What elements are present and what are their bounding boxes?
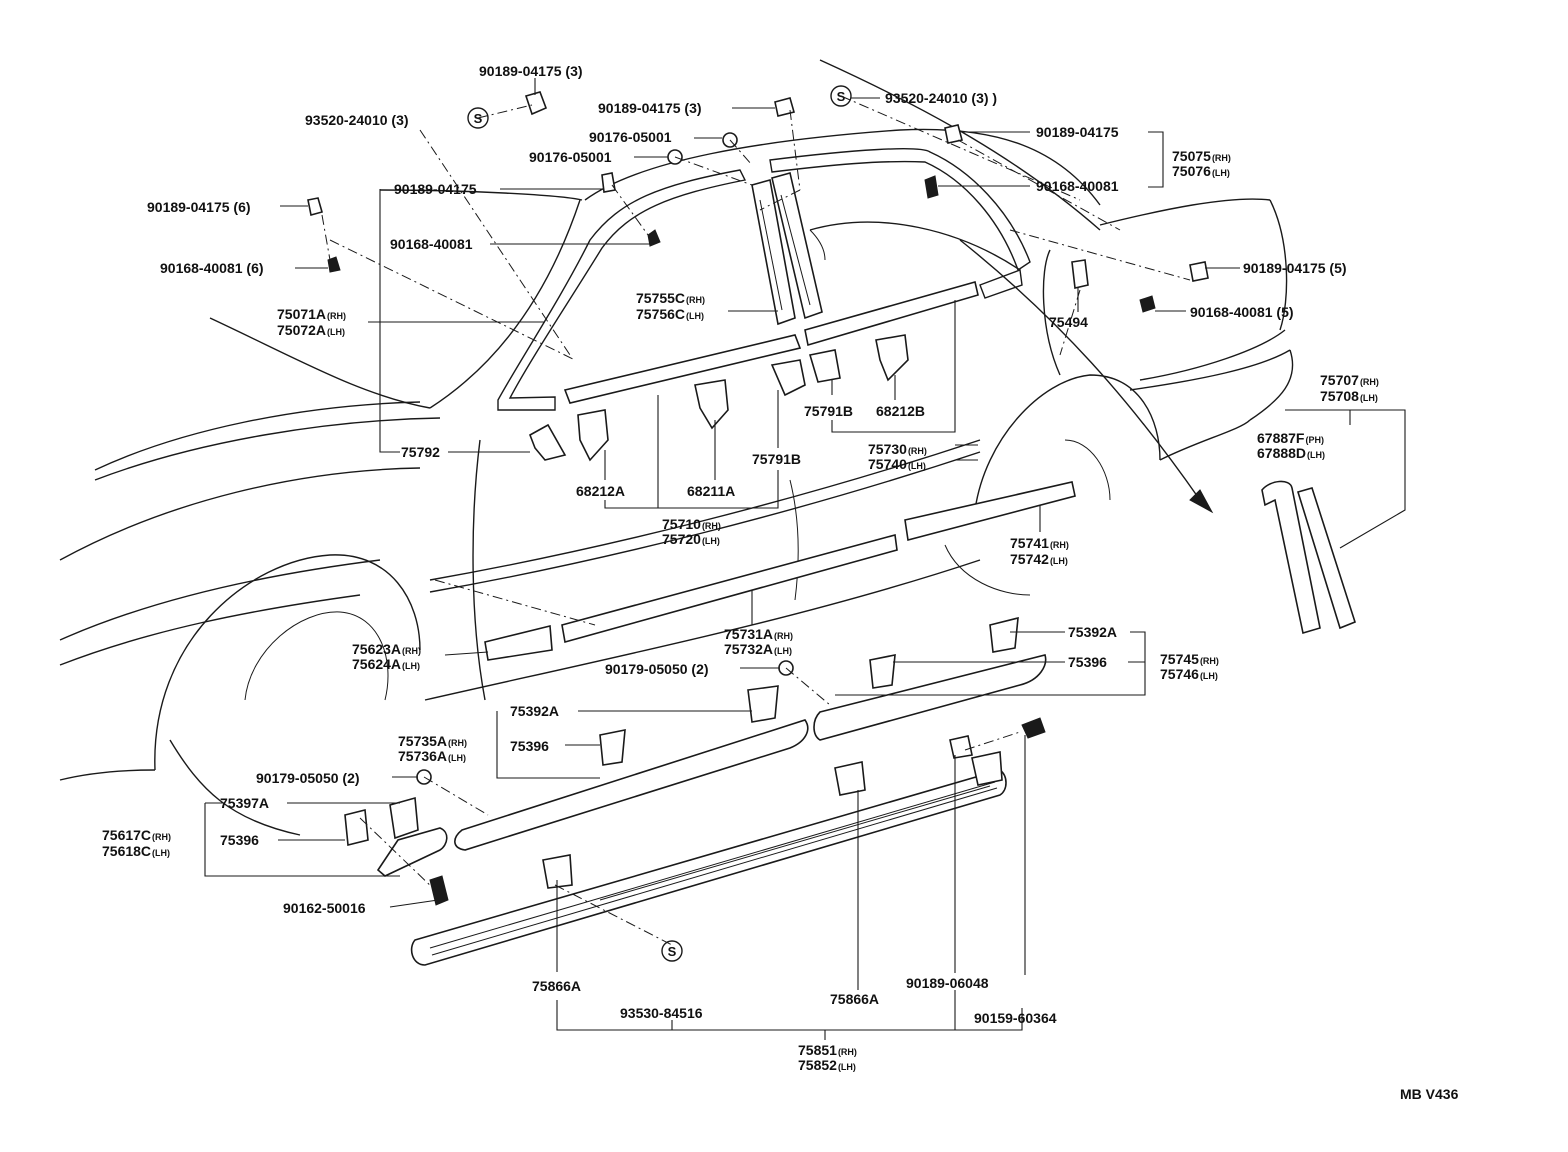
part-label: 90189-06048 <box>906 975 989 991</box>
part-label: 75735A(RH) <box>398 733 468 749</box>
direction-arrow <box>959 239 1214 514</box>
window-frame-molding <box>497 148 1031 411</box>
part-label: 75392A <box>1068 624 1118 640</box>
part-label: 68212A <box>576 483 626 499</box>
part-label: 75072A(LH) <box>277 322 346 338</box>
part-label: 75623A(RH) <box>352 641 422 657</box>
part-label: 93530-84516 <box>620 1005 703 1021</box>
part-label: 75792 <box>401 444 440 460</box>
part-label: 93520-24010 (3) ) <box>885 90 998 106</box>
part-label: 75791B <box>752 451 802 467</box>
part-label: 75396 <box>220 832 259 848</box>
part-label: 75617C(RH) <box>102 827 172 843</box>
part-label: 90176-05001 <box>529 149 612 165</box>
belt-mouldings <box>563 281 979 404</box>
part-label: 75618C(LH) <box>102 843 171 859</box>
leader-lines <box>204 78 1406 1040</box>
part-label: 90168-40081 <box>390 236 473 252</box>
clips <box>307 91 1209 889</box>
rocker-panel <box>410 769 1007 966</box>
part-label: 90189-04175 <box>1036 124 1119 140</box>
quarter-moulding <box>1261 480 1356 635</box>
part-label: 75710(RH) <box>662 516 721 532</box>
part-label: 75707(RH) <box>1320 372 1379 388</box>
pillar-moulding <box>751 172 823 326</box>
part-label: 90168-40081 <box>1036 178 1119 194</box>
part-label: 90168-40081 (5) <box>1190 304 1294 320</box>
part-label: 75851(RH) <box>798 1042 857 1058</box>
part-label: 75756C(LH) <box>636 306 705 322</box>
part-label: 75736A(LH) <box>398 748 467 764</box>
part-label: 93520-24010 (3) <box>305 112 409 128</box>
part-label: 90189-04175 (6) <box>147 199 251 215</box>
part-label: 90189-04175 (3) <box>598 100 702 116</box>
part-label: 75742(LH) <box>1010 551 1068 567</box>
part-label: 90189-04175 (5) <box>1243 260 1347 276</box>
part-label: 75852(LH) <box>798 1057 856 1073</box>
part-label: 75866A <box>830 991 880 1007</box>
diagram-code: MB V436 <box>1400 1086 1459 1102</box>
part-label: 90189-04175 <box>394 181 477 197</box>
part-label: 75708(LH) <box>1320 388 1378 404</box>
part-label: 75396 <box>510 738 549 754</box>
part-label: 75392A <box>510 703 560 719</box>
part-label: 90176-05001 <box>589 129 672 145</box>
part-label: 75624A(LH) <box>352 656 421 672</box>
part-label: 75720(LH) <box>662 531 720 547</box>
side-mouldings <box>484 481 1076 661</box>
part-label: 75730(RH) <box>868 441 927 457</box>
car-body-outline <box>59 59 1294 836</box>
part-label: 90162-50016 <box>283 900 366 916</box>
part-label: 90159-60364 <box>974 1010 1057 1026</box>
svg-text:S: S <box>474 111 483 126</box>
part-label: 75076(LH) <box>1172 163 1230 179</box>
part-label: 67888D(LH) <box>1257 445 1326 461</box>
part-label: 75396 <box>1068 654 1107 670</box>
part-label: 75075(RH) <box>1172 148 1231 164</box>
part-label: 75731A(RH) <box>724 626 794 642</box>
part-label: 75494 <box>1049 314 1088 330</box>
svg-text:S: S <box>668 944 677 959</box>
part-label: 75071A(RH) <box>277 306 347 322</box>
part-label: 75866A <box>532 978 582 994</box>
part-label: 75755C(RH) <box>636 290 706 306</box>
part-label: 75740(LH) <box>868 456 926 472</box>
part-label: 90179-05050 (2) <box>605 661 709 677</box>
part-label: 90189-04175 (3) <box>479 63 583 79</box>
part-label: 75791B <box>804 403 854 419</box>
part-label: 75746(LH) <box>1160 666 1218 682</box>
part-label: 90179-05050 (2) <box>256 770 360 786</box>
part-label: 67887F(PH) <box>1257 430 1324 446</box>
part-label: 75741(RH) <box>1010 535 1069 551</box>
part-label: 75397A <box>220 795 270 811</box>
exploded-view-lines <box>321 95 1191 946</box>
part-label: 75745(RH) <box>1160 651 1219 667</box>
part-label: 75732A(LH) <box>724 641 793 657</box>
part-label: 68211A <box>687 483 736 499</box>
part-label: 90168-40081 (6) <box>160 260 264 276</box>
part-label: 68212B <box>876 403 926 419</box>
